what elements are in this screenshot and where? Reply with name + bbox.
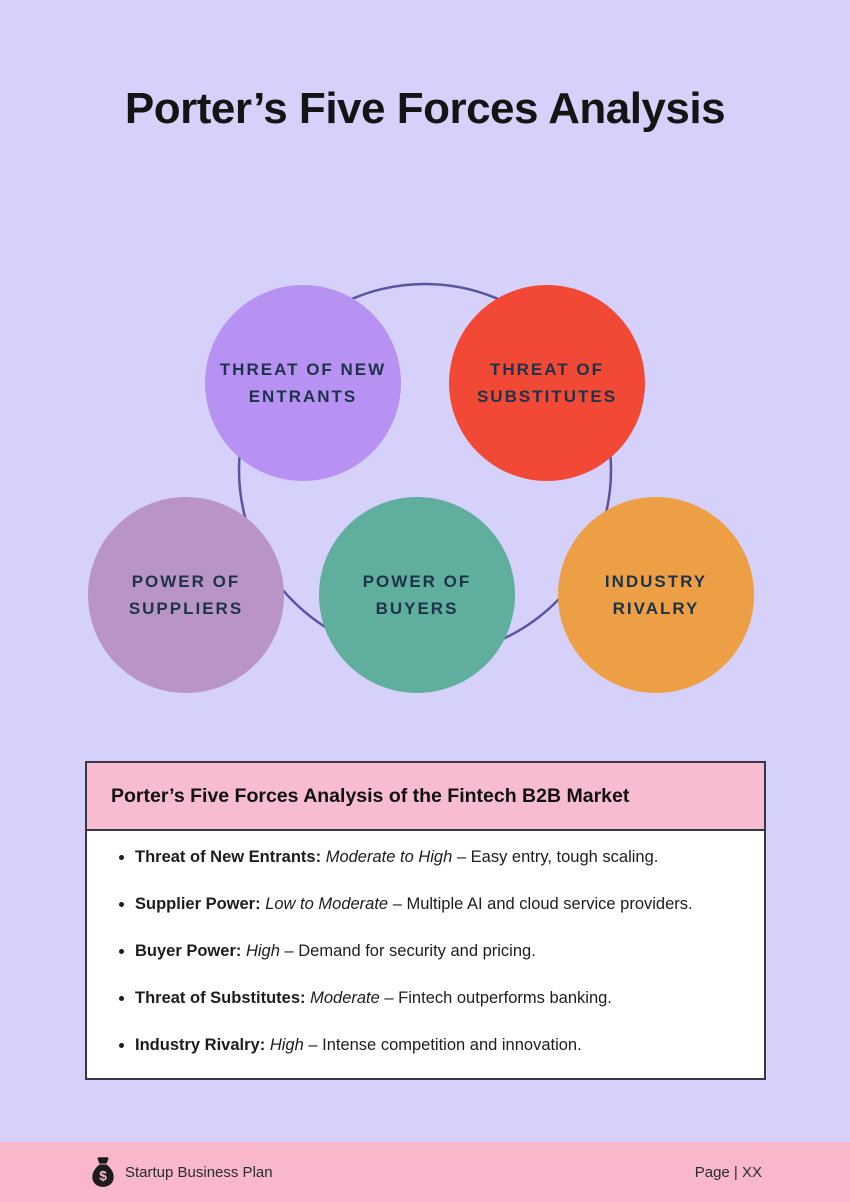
analysis-item: Buyer Power: High – Demand for security … [135, 939, 736, 963]
circle-label: INDUSTRY RIVALRY [604, 571, 708, 618]
analysis-box: Porter’s Five Forces Analysis of the Fin… [85, 761, 766, 1080]
item-rating: High [245, 942, 280, 960]
item-text: – Demand for security and pricing. [284, 942, 536, 960]
analysis-box-header: Porter’s Five Forces Analysis of the Fin… [87, 763, 764, 831]
analysis-item: Supplier Power: Low to Moderate – Multip… [135, 892, 736, 916]
page-title: Porter’s Five Forces Analysis [124, 84, 726, 133]
circle-label: THREAT OF NEW ENTRANTS [219, 359, 387, 406]
circle-threat-of-new-entrants: THREAT OF NEW ENTRANTS [205, 285, 401, 481]
circle-power-of-suppliers: POWER OF SUPPLIERS [88, 497, 284, 693]
circle-label: THREAT OF SUBSTITUTES [476, 359, 618, 406]
circle-industry-rivalry: INDUSTRY RIVALRY [558, 497, 754, 693]
item-rating: Moderate [310, 989, 380, 1007]
circle-power-of-buyers: POWER OF BUYERS [319, 497, 515, 693]
five-forces-diagram: THREAT OF NEW ENTRANTS THREAT OF SUBSTIT… [88, 282, 754, 693]
item-rating: Moderate to High [325, 848, 453, 866]
svg-text:$: $ [99, 1169, 107, 1184]
item-text: – Easy entry, tough scaling. [456, 848, 659, 866]
analysis-list: Threat of New Entrants: Moderate to High… [87, 831, 764, 1078]
analysis-item: Threat of Substitutes: Moderate – Fintec… [135, 986, 736, 1010]
money-bag-icon: $ [90, 1155, 116, 1189]
item-rating: High [269, 1036, 304, 1054]
page-footer: $ Startup Business Plan Page | XX [0, 1142, 850, 1202]
item-label: Buyer Power: [135, 942, 242, 960]
footer-brand: $ Startup Business Plan [90, 1155, 273, 1189]
footer-brand-label: Startup Business Plan [125, 1163, 273, 1181]
circle-label: POWER OF SUPPLIERS [128, 571, 244, 618]
footer-page-number: Page | XX [694, 1163, 762, 1181]
analysis-item: Threat of New Entrants: Moderate to High… [135, 845, 736, 869]
item-label: Threat of Substitutes: [135, 989, 306, 1007]
analysis-item: Industry Rivalry: High – Intense competi… [135, 1033, 736, 1057]
circle-threat-of-substitutes: THREAT OF SUBSTITUTES [449, 285, 645, 481]
item-text: – Intense competition and innovation. [308, 1036, 582, 1054]
item-label: Threat of New Entrants: [135, 848, 322, 866]
item-rating: Low to Moderate [265, 895, 389, 913]
item-label: Industry Rivalry: [135, 1036, 266, 1054]
analysis-box-title: Porter’s Five Forces Analysis of the Fin… [111, 784, 630, 807]
item-label: Supplier Power: [135, 895, 261, 913]
item-text: – Multiple AI and cloud service provider… [392, 895, 693, 913]
circle-label: POWER OF BUYERS [362, 571, 472, 618]
item-text: – Fintech outperforms banking. [384, 989, 612, 1007]
